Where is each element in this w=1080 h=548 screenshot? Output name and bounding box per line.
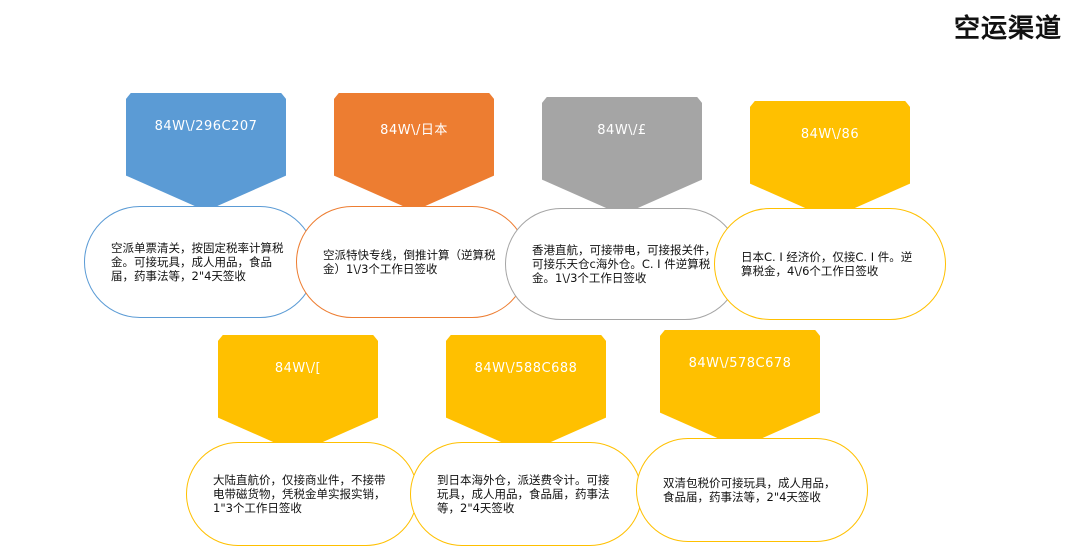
channel-description-3: 香港直航，可接带电，可接报关件，可接乐天仓c海外仓。C. I 件逆算税金。1\/…	[505, 208, 741, 320]
channel-code-3: 84W\/£	[597, 123, 647, 138]
channel-tag-4[interactable]: 84W\/86	[750, 101, 910, 219]
channel-description-text-2: 空派特快专线，倒推计算（逆算税金）1\/3个工作日签收	[323, 248, 496, 276]
channel-tag-1[interactable]: 84W\/296C207	[126, 93, 286, 211]
channel-code-1: 84W\/296C207	[154, 119, 258, 134]
channel-code-4: 84W\/86	[800, 127, 860, 142]
page-title: 空运渠道	[953, 14, 1062, 44]
channel-description-text-1: 空派单票清关，按固定税率计算税金。可接玩具，成人用品，食品届，药事法等，2"4天…	[111, 241, 284, 283]
channel-description-2: 空派特快专线，倒推计算（逆算税金）1\/3个工作日签收	[296, 206, 528, 318]
channel-tag-7[interactable]: 84W\/578C678	[660, 330, 820, 448]
channel-tag-2[interactable]: 84W\/日本	[334, 93, 494, 211]
channel-tag-3[interactable]: 84W\/£	[542, 97, 702, 215]
channel-code-2: 84W\/日本	[380, 123, 448, 138]
channel-description-1: 空派单票清关，按固定税率计算税金。可接玩具，成人用品，食品届，药事法等，2"4天…	[84, 206, 316, 318]
channel-code-7: 84W\/578C678	[688, 356, 792, 371]
channel-description-text-4: 日本C. I 经济价，仅接C. I 件。逆算税金，4\/6个工作日签收	[741, 250, 913, 278]
channel-description-text-5: 大陆直航价，仅接商业件，不接带电带磁货物，凭税金单实报实销，1"3个工作日签收	[213, 473, 386, 515]
channel-description-6: 到日本海外仓，派送费令计。可接玩具，成人用品，食品届，药事法等，2"4天签收	[410, 442, 642, 546]
channel-tag-5[interactable]: 84W\/[	[218, 335, 378, 453]
channel-code-5: 84W\/[	[274, 361, 322, 376]
channel-description-7: 双清包税价可接玩具，成人用品，食品届，药事法等，2"4天签收	[636, 438, 868, 542]
channel-description-text-6: 到日本海外仓，派送费令计。可接玩具，成人用品，食品届，药事法等，2"4天签收	[437, 473, 610, 515]
channel-description-4: 日本C. I 经济价，仅接C. I 件。逆算税金，4\/6个工作日签收	[714, 208, 946, 320]
channel-description-text-7: 双清包税价可接玩具，成人用品，食品届，药事法等，2"4天签收	[663, 476, 836, 504]
channel-code-6: 84W\/588C688	[474, 361, 578, 376]
channel-description-5: 大陆直航价，仅接商业件，不接带电带磁货物，凭税金单实报实销，1"3个工作日签收	[186, 442, 418, 546]
channel-tag-6[interactable]: 84W\/588C688	[446, 335, 606, 453]
channel-description-text-3: 香港直航，可接带电，可接报关件，可接乐天仓c海外仓。C. I 件逆算税金。1\/…	[532, 243, 716, 285]
